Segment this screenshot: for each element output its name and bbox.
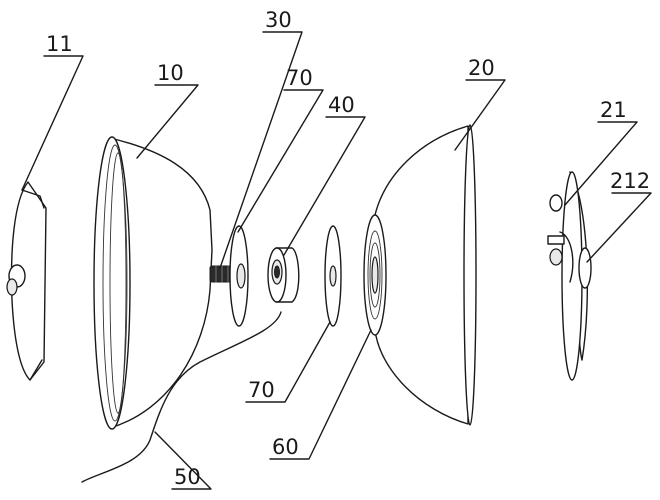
label-70-top: 70 (286, 66, 313, 90)
label-20: 20 (468, 56, 495, 80)
part-50-string (81, 311, 282, 483)
part-70-washer-left (229, 225, 249, 327)
part-40-bearing (267, 247, 300, 303)
label-10: 10 (157, 61, 184, 85)
label-50: 50 (174, 465, 201, 489)
label-30: 30 (265, 8, 292, 32)
label-60: 60 (272, 435, 299, 459)
part-20-right-bowl (372, 124, 477, 426)
leader-lines (21, 31, 652, 490)
label-21: 21 (600, 98, 627, 122)
part-21-end-cap (547, 171, 589, 381)
part-212-boss (578, 247, 592, 289)
part-70-washer-right (324, 225, 342, 327)
label-11: 11 (46, 32, 73, 56)
part-60-bearing-seat (363, 214, 387, 336)
label-70-bottom: 70 (248, 378, 275, 402)
label-212: 212 (610, 169, 650, 193)
label-40: 40 (328, 93, 355, 117)
part-11-end-cap (6, 181, 47, 381)
part-10-left-bowl (93, 136, 213, 430)
